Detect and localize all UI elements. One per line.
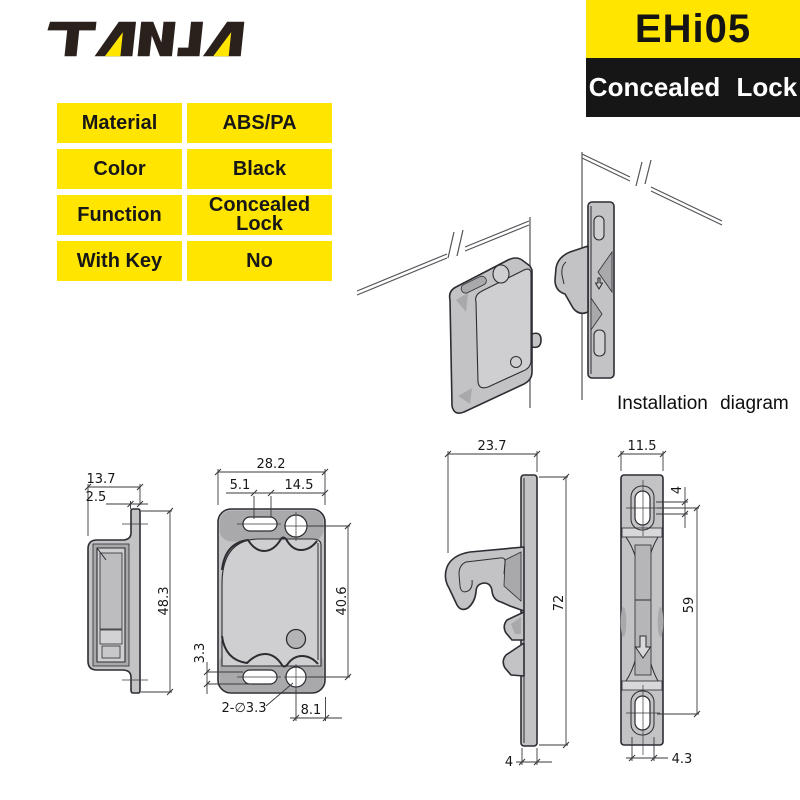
logo-yellow-triangle-1 (104, 32, 123, 57)
dim-strike-front-hole-spacing: 59 (682, 597, 697, 614)
dim-strike-front-width: 11.5 (628, 439, 657, 454)
dim-strike-side-thickness: 4 (505, 755, 513, 770)
logo-letter-j (177, 21, 204, 57)
dim-strike-side-height: 72 (552, 595, 567, 612)
dims-latch-side: 13.7 2.5 48.3 (84, 472, 174, 696)
latch-slot (460, 275, 487, 294)
spec-value-material: ABS/PA (187, 103, 332, 143)
latch-body-isometric (448, 257, 542, 414)
dim-strike-front-slot-length: 4 (670, 486, 685, 494)
spec-label-material: Material (57, 103, 182, 143)
logo-letter-a1 (94, 21, 137, 57)
logo-letter-n (137, 21, 176, 57)
dim-latch-front-height: 40.6 (335, 587, 350, 616)
installation-caption: Installation diagram (617, 393, 789, 414)
latch-knob (492, 264, 510, 284)
logo-letter-a2 (202, 21, 245, 57)
spec-table: Material ABS/PA Color Black Function Con… (57, 103, 332, 281)
technical-drawings: 13.7 2.5 48.3 (84, 439, 701, 770)
dim-latch-front-hole-edge: 8.1 (301, 703, 322, 718)
dim-latch-front-holes-note: 2-∅3.3 (222, 701, 267, 716)
dim-latch-front-hole-spacing: 14.5 (285, 478, 314, 493)
strike-body-isometric (554, 201, 615, 379)
installation-diagram (356, 152, 723, 414)
strike-arrow-mini (594, 277, 604, 290)
dim-latch-side-height: 48.3 (157, 587, 172, 616)
dim-latch-side-width: 13.7 (87, 472, 116, 487)
spec-value-function: Concealed Lock (187, 195, 332, 235)
dim-latch-front-edge-gap: 3.3 (193, 643, 208, 664)
spec-label-function: Function (57, 195, 182, 235)
latch-button (285, 628, 307, 650)
strike-channel (634, 544, 652, 676)
spec-label-color: Color (57, 149, 182, 189)
strike-slot-bottom (593, 329, 606, 357)
break-mark-right (635, 159, 652, 187)
dim-latch-front-width: 28.2 (257, 457, 286, 472)
model-badge: EHi05 (586, 0, 800, 58)
spec-value-color: Black (187, 149, 332, 189)
spec-label-withkey: With Key (57, 241, 182, 281)
logo-yellow-triangle-2 (213, 32, 232, 57)
latch-pin (531, 332, 542, 349)
drawing-latch-side: 13.7 2.5 48.3 (84, 472, 174, 696)
dim-latch-side-flange: 2.5 (86, 490, 107, 505)
tanja-logo (47, 21, 245, 57)
dims-strike-side: 23.7 72 4 (444, 439, 570, 770)
direction-arrow (634, 635, 652, 659)
dims-latch-front: 28.2 5.1 14.5 40.6 3.3 2-∅3.3 8.1 (193, 457, 352, 722)
strike-slot-top (593, 215, 605, 241)
product-type-badge: Concealed Lock (586, 58, 800, 117)
drawing-latch-front: 28.2 5.1 14.5 40.6 3.3 2-∅3.3 8.1 (193, 457, 352, 722)
dim-strike-side-depth: 23.7 (478, 439, 507, 454)
drawing-strike-front: 11.5 4 59 4.3 (617, 439, 701, 767)
dim-latch-front-slot-offset: 5.1 (230, 478, 251, 493)
logo-letter-t (47, 21, 97, 57)
strike-hook (554, 245, 589, 315)
break-mark-left (447, 229, 464, 259)
dim-strike-front-slot-width: 4.3 (672, 752, 693, 767)
latch-screw (510, 356, 522, 368)
spec-value-withkey: No (187, 241, 332, 281)
logo-letters (47, 21, 245, 57)
dims-strike-front: 11.5 4 59 4.3 (617, 439, 701, 767)
drawing-strike-side: 23.7 72 4 (444, 439, 570, 770)
